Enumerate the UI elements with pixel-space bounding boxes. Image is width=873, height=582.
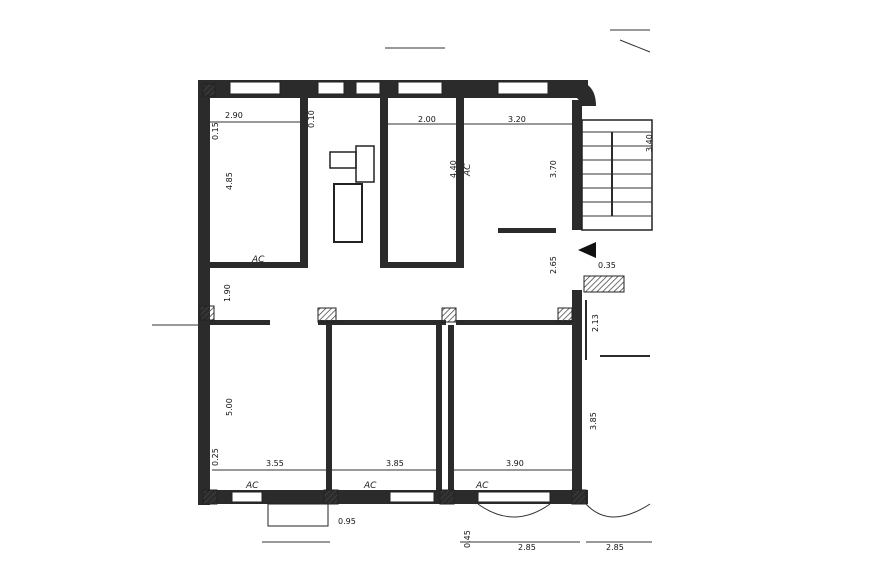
outer-walls [198, 80, 596, 505]
dim-corridor-1: 1.90 [223, 284, 232, 302]
dim-bottom-outer-1: 2.85 [518, 543, 536, 552]
dim-room6-width: 3.90 [506, 459, 524, 468]
staircase [578, 119, 653, 258]
ac-label-room1: AC [251, 255, 265, 265]
dim-small-5: 0.35 [598, 261, 616, 270]
dim-room6-height: 3.85 [589, 412, 598, 430]
right-fragments [585, 29, 651, 360]
dim-small-3: 0.25 [211, 448, 220, 466]
dim-room2-height: 4.40 [449, 160, 458, 178]
interior-walls [210, 98, 572, 490]
dim-room3-height: 3.70 [549, 160, 558, 178]
dim-stair: 3.40 [645, 134, 654, 152]
dim-room2-width: 2.00 [418, 115, 436, 124]
top-windows [229, 81, 549, 95]
ac-label-room4: AC [245, 481, 259, 491]
dimension-lines [210, 47, 652, 543]
dim-corridor-3: 2.13 [591, 314, 600, 332]
dim-bottom-outer-2: 2.85 [606, 543, 624, 552]
bottom-windows [231, 491, 651, 527]
ac-label-room5: AC [363, 481, 377, 491]
dim-room4-width: 3.55 [266, 459, 284, 468]
ac-label-room6: AC [475, 481, 489, 491]
dim-room4-height: 5.00 [225, 398, 234, 416]
dim-room5-width: 3.85 [386, 459, 404, 468]
ac-label-room2: AC [463, 163, 473, 177]
dim-small-1: 0.15 [211, 122, 220, 140]
dim-small-6: 0.95 [338, 517, 356, 526]
dim-small-2: 0.10 [307, 110, 316, 128]
dim-room3-width: 3.20 [508, 115, 526, 124]
dim-room1-height: 4.85 [225, 172, 234, 190]
dim-small-4: 0.45 [463, 530, 472, 548]
dimension-labels: 2.90 2.00 3.20 4.85 4.40 3.70 1.90 2.65 … [211, 110, 654, 552]
ac-labels: AC AC AC AC AC [245, 163, 489, 491]
dim-corridor-2: 2.65 [549, 256, 558, 274]
dim-room1-width: 2.90 [225, 111, 243, 120]
entrance-arrow-icon [578, 242, 596, 258]
pillars [199, 83, 625, 505]
